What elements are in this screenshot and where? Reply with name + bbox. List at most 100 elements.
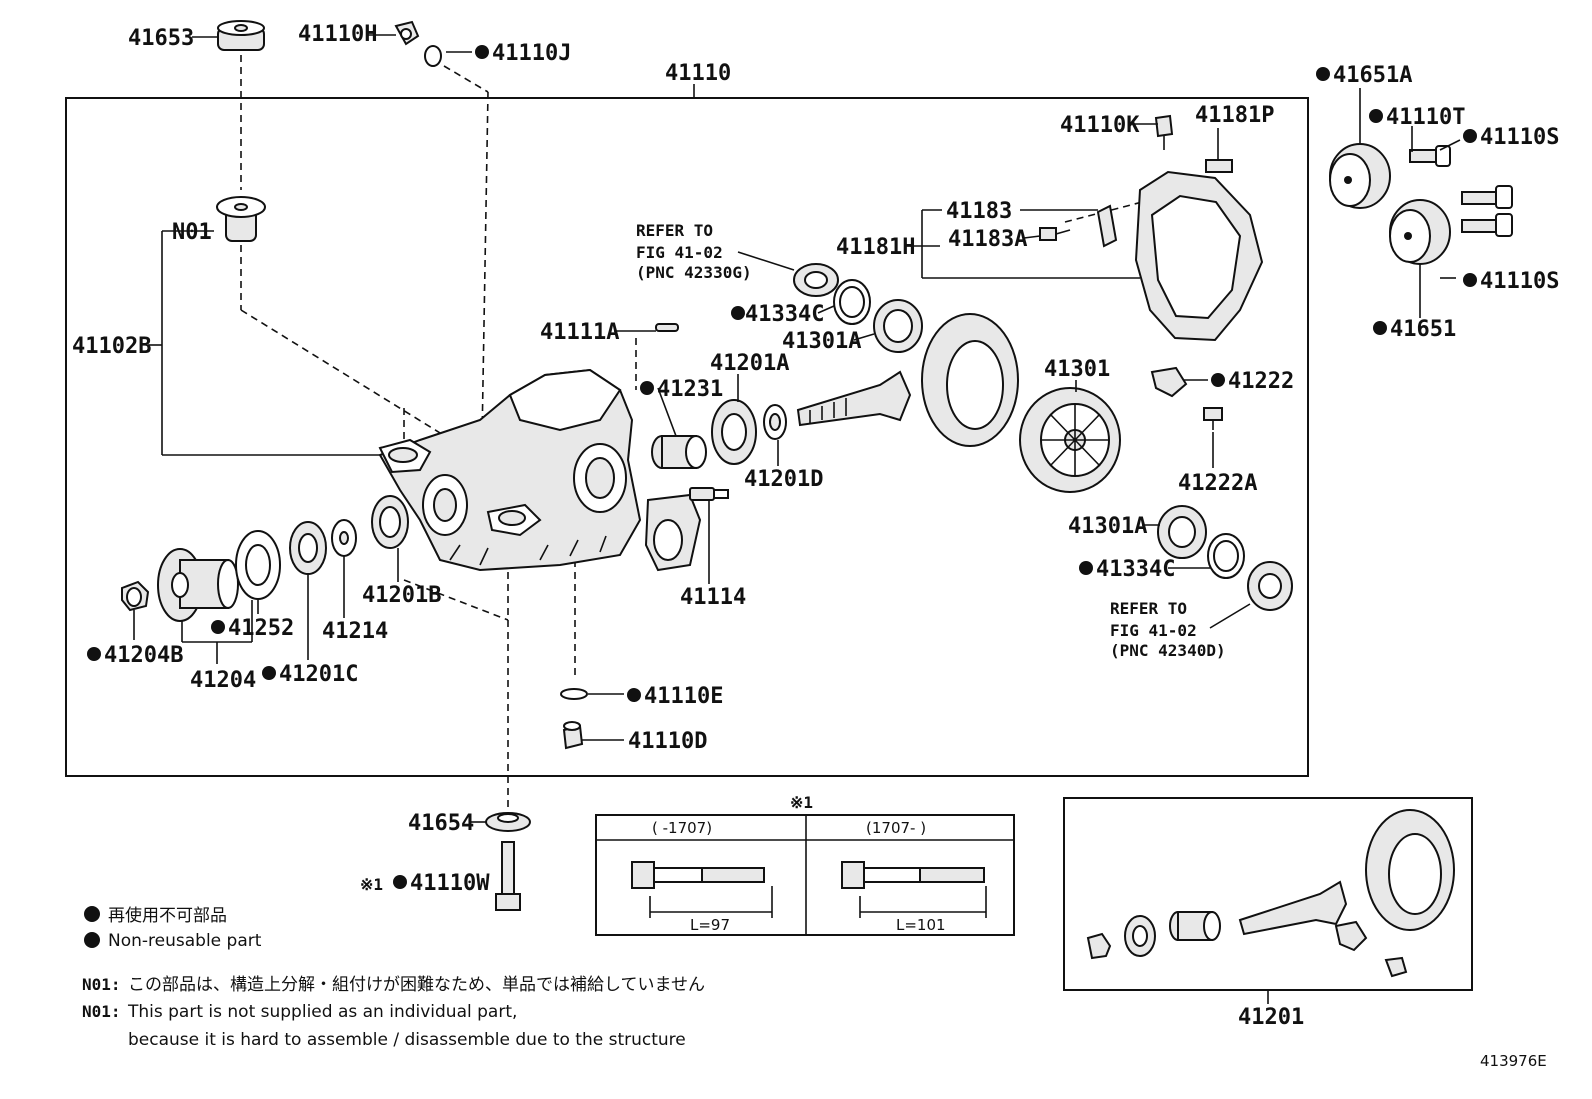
svg-text:(PNC 42340D): (PNC 42340D): [1110, 641, 1226, 660]
bearing-41301A-top: [873, 299, 923, 353]
legend: 再使用不可部品 Non-reusable part: [108, 905, 262, 951]
table-col2-header: (1707- ): [866, 819, 926, 837]
table-col1-length: L=97: [690, 916, 730, 934]
label-41102B: 41102B: [72, 334, 151, 359]
label-41334C-bottom: 41334C: [1096, 557, 1175, 582]
svg-text:FIG 41-02: FIG 41-02: [636, 243, 723, 262]
non-reusable-bullets: [84, 45, 1477, 948]
label-41301A-bottom: 41301A: [1068, 514, 1147, 539]
table-title: ※1: [790, 793, 813, 812]
label-41110E: 41110E: [644, 684, 723, 709]
differential-case-41301: [1019, 387, 1121, 493]
nut-41204B: [121, 580, 150, 612]
bushing-N01: [216, 196, 266, 242]
part-labels: 41653 41110H 41110J 41110 41651A 41110T …: [72, 22, 1559, 1030]
label-41334C-top: 41334C: [745, 302, 824, 327]
label-41201D: 41201D: [744, 467, 823, 492]
gasket-41110J: [424, 45, 442, 67]
label-41114: 41114: [680, 585, 746, 610]
legend-en: Non-reusable part: [108, 931, 262, 951]
label-41183A: 41183A: [948, 227, 1027, 252]
shim-41334C-bottom: [1207, 533, 1245, 579]
bolt-41110W: [495, 841, 521, 911]
label-41201: 41201: [1238, 1005, 1304, 1030]
label-41110D: 41110D: [628, 729, 707, 754]
label-41201A: 41201A: [710, 351, 789, 376]
label-41111A: 41111A: [540, 320, 619, 345]
bolt-41181P: [1205, 159, 1233, 173]
legend-jp: 再使用不可部品: [108, 905, 227, 926]
bolt-41114: [689, 487, 729, 520]
label-41222A: 41222A: [1178, 471, 1257, 496]
label-41252: 41252: [228, 616, 294, 641]
note2-key: N01:: [82, 1002, 121, 1021]
label-41222: 41222: [1228, 369, 1294, 394]
assembly-41110-frame: [65, 97, 1309, 777]
stopper-41654: [485, 812, 531, 832]
bolt-41110T: [1409, 145, 1451, 167]
label-41183: 41183: [946, 199, 1012, 224]
note1-key: N01:: [82, 975, 121, 994]
label-41181P: 41181P: [1195, 103, 1274, 128]
spacer-41231: [651, 435, 707, 469]
mount-41651: [1389, 199, 1451, 265]
plug-41110K: [1154, 114, 1174, 150]
label-41654: 41654: [408, 811, 474, 836]
bolt-long-drawing: [841, 861, 987, 918]
label-41204B: 41204B: [104, 643, 183, 668]
label-41181H: 41181H: [836, 235, 915, 260]
bolt-length-table: ※1 ( -1707) (1707- ) L=97 L=101: [595, 793, 1015, 936]
label-41201C: 41201C: [279, 662, 358, 687]
svg-text:FIG 41-02: FIG 41-02: [1110, 621, 1197, 640]
gasket-41110E: [560, 688, 588, 700]
label-41653: 41653: [128, 26, 194, 51]
label-41301: 41301: [1044, 357, 1110, 382]
bolt-41222A: [1203, 407, 1223, 430]
bolt-41110S-bottom: [1461, 213, 1513, 237]
mount-41653: [217, 20, 265, 51]
label-41110T: 41110T: [1386, 105, 1465, 130]
label-41110S-top: 41110S: [1480, 125, 1559, 150]
table-col2-length: L=101: [896, 916, 946, 934]
bearing-41301A-bottom: [1157, 505, 1207, 559]
table-col1-header: ( -1707): [652, 819, 712, 837]
companion-flange-41204: [157, 548, 239, 622]
oil-seal-pnc42330G: [793, 263, 839, 297]
label-41110J: 41110J: [492, 41, 571, 66]
bolt-41110S-top: [1461, 185, 1513, 209]
oil-seal-41201C: [289, 521, 327, 575]
kit-41201-illustration: [1086, 809, 1455, 978]
drain-plug-41110D: [562, 721, 584, 750]
bearing-41201B: [371, 495, 409, 549]
label-41651: 41651: [1390, 317, 1456, 342]
shim-41334C-top: [833, 279, 871, 325]
label-41110K: 41110K: [1060, 113, 1140, 138]
bolt-41183A: [1039, 227, 1071, 241]
label-41214: 41214: [322, 619, 388, 644]
breather-41110H: [394, 20, 420, 46]
bracket-41183: [1096, 204, 1118, 248]
differential-carrier-housing: [378, 368, 642, 572]
refer-note-bottom: REFER TO FIG 41-02 (PNC 42340D): [1110, 599, 1226, 660]
note2-line1: This part is not supplied as an individu…: [127, 1002, 517, 1022]
pin-41111A: [655, 323, 679, 332]
bearing-cap-41301-left: [644, 493, 702, 572]
rear-cover-41181H: [1134, 170, 1264, 342]
ring-gear-41201: [921, 313, 1019, 447]
figure-id: 413976E: [1480, 1052, 1547, 1070]
label-41201B: 41201B: [362, 583, 441, 608]
label-41110: 41110: [665, 61, 731, 86]
bearing-41201A: [711, 399, 757, 465]
svg-text:(PNC 42330G): (PNC 42330G): [636, 263, 752, 282]
mark-x1: ※1: [360, 875, 383, 894]
label-41204: 41204: [190, 668, 256, 693]
label-41110S-bottom: 41110S: [1480, 269, 1559, 294]
label-41651A: 41651A: [1333, 63, 1412, 88]
svg-text:REFER TO: REFER TO: [1110, 599, 1187, 618]
leader-lines: [133, 34, 1461, 1004]
bolt-short-drawing: [631, 861, 773, 918]
dust-deflector-41252: [235, 530, 281, 600]
note1-text: この部品は、構造上分解・組付けが困難なため、単品では補給していません: [128, 975, 705, 995]
